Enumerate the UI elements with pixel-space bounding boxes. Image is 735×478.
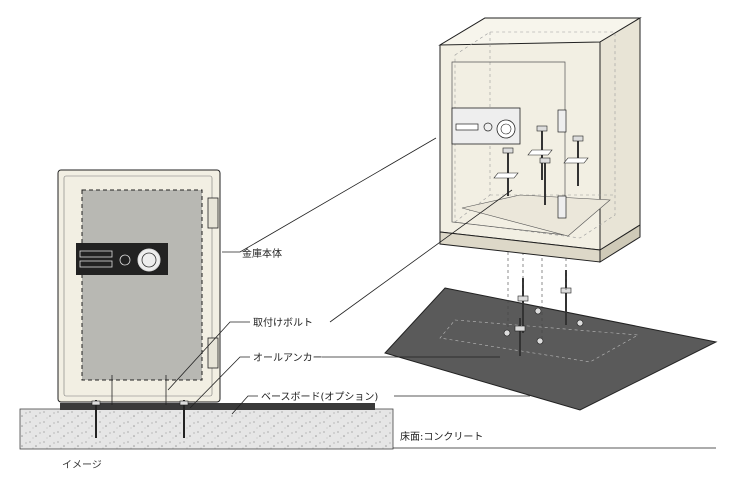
hinge-bottom [207, 337, 219, 369]
installed-safe-illustration [19, 169, 394, 450]
door-panel [81, 189, 203, 381]
label-floor: 床面:コンクリート [400, 430, 483, 443]
label-safe-body: 金庫本体 [242, 247, 282, 260]
label-base-board: ベースボード(オプション) [261, 391, 378, 403]
plate-anchors [503, 270, 584, 356]
left-anchor-bolts [91, 375, 189, 438]
exploded-safe-illustration [384, 17, 718, 411]
mounting-bolts [493, 125, 589, 205]
label-all-anchor: オールアンカー [253, 352, 323, 364]
leader-lines [167, 137, 716, 449]
hinge-top [207, 197, 219, 229]
concrete-floor [19, 408, 394, 450]
base-board-plate [384, 287, 718, 411]
dial-icon [137, 248, 161, 272]
image-caption: イメージ [62, 460, 102, 471]
label-mounting-bolt: 取付けボルト [253, 316, 313, 329]
safe-body-right [438, 17, 642, 263]
key-hole-icon [119, 254, 131, 266]
base-board-left [60, 403, 375, 410]
